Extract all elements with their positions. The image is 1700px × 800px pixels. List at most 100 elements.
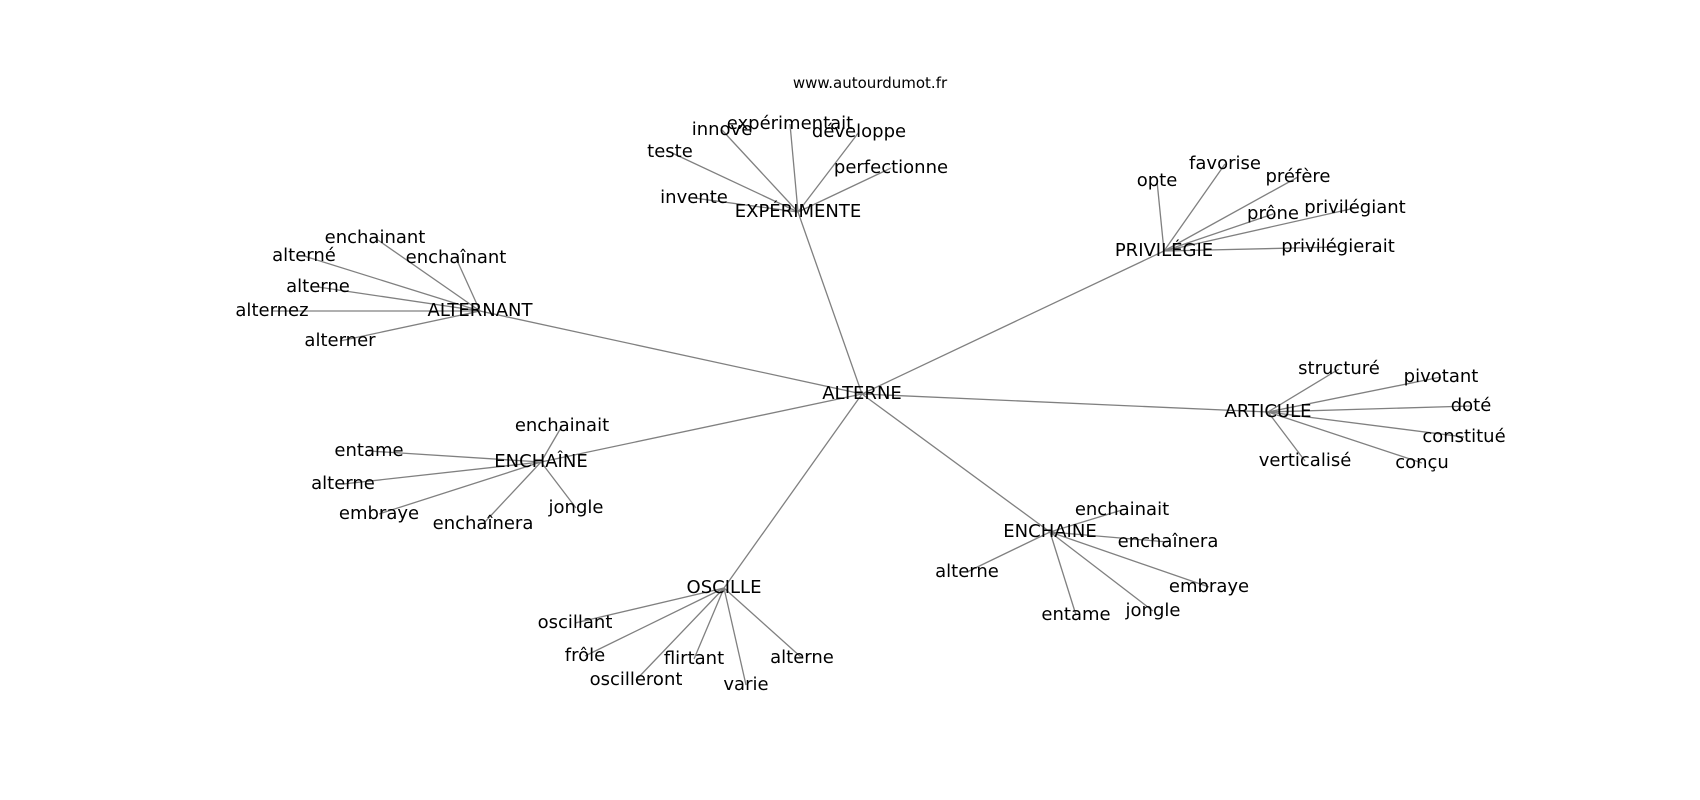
edge-experimente-5 (797, 167, 892, 213)
node-leaf-oscille-6[interactable]: varie (723, 674, 768, 695)
edge-privilegie-4 (1163, 207, 1356, 252)
node-leaf-experimente-3[interactable]: développe (812, 121, 906, 142)
edge-root-privilegie (861, 250, 1165, 395)
graph-edges (272, 123, 1472, 686)
node-leaf-oscille-3[interactable]: flirtant (664, 648, 724, 669)
node-leaf-privilegie-6[interactable]: privilégierait (1281, 236, 1395, 257)
node-leaf-privilegie-1[interactable]: favorise (1189, 153, 1261, 174)
node-leaf-oscille-1[interactable]: oscillant (538, 612, 613, 633)
edge-experimente-1 (789, 123, 799, 213)
node-leaf-alternant-6[interactable]: alterner (304, 330, 376, 351)
node-leaf-experimente-1[interactable]: expérimentait (727, 113, 853, 134)
node-leaf-privilegie-4[interactable]: privilégiant (1304, 197, 1405, 218)
node-leaf-experimente-6[interactable]: invente (660, 187, 728, 208)
node-leaf-enchaine-c-3[interactable]: alterne (311, 473, 375, 494)
node-leaf-alternant-5[interactable]: alternez (235, 300, 308, 321)
node-leaf-privilegie-3[interactable]: préfère (1266, 166, 1331, 187)
node-leaf-oscille-4[interactable]: alterne (770, 647, 834, 668)
node-leaf-enchaine-5[interactable]: entame (1041, 604, 1110, 625)
edge-enchaine-1 (1049, 509, 1123, 533)
node-leaf-privilegie-2[interactable]: opte (1137, 170, 1178, 191)
node-leaf-alternant-3[interactable]: enchaînant (406, 247, 507, 268)
edge-article-6 (1267, 411, 1423, 464)
edge-root-alternant (479, 310, 863, 395)
edge-article-2 (1267, 376, 1442, 413)
edge-enchaine-c-5 (540, 461, 577, 509)
edge-article-5 (1267, 411, 1306, 462)
edge-oscille-3 (693, 587, 725, 660)
node-leaf-article-6[interactable]: conçu (1395, 452, 1449, 473)
node-hub-privilegie[interactable]: PRIVILÉGIE (1115, 239, 1213, 261)
edge-privilegie-6 (1163, 246, 1339, 252)
node-hub-experimente[interactable]: EXPÉRIMENTE (735, 200, 861, 222)
edge-article-4 (1267, 411, 1465, 438)
source-label: www.autourdumot.fr (793, 74, 948, 92)
edge-alternant-4 (317, 286, 481, 312)
node-leaf-enchaine-c-5[interactable]: jongle (548, 497, 604, 518)
node-leaf-enchaine-6[interactable]: jongle (1125, 600, 1181, 621)
node-hub-enchaine[interactable]: ENCHAINE (1003, 521, 1096, 542)
edge-oscille-2 (584, 587, 725, 657)
node-leaf-enchaine-c-2[interactable]: entame (334, 440, 403, 461)
node-leaf-experimente-5[interactable]: perfectionne (834, 157, 948, 178)
node-leaf-experimente-2[interactable]: innove (692, 119, 753, 140)
edge-alternant-2 (303, 255, 481, 312)
edge-root-enchaine-c (540, 393, 863, 463)
node-leaf-enchaine-c-6[interactable]: enchaînera (433, 513, 534, 534)
edge-alternant-3 (455, 257, 481, 312)
node-leaf-article-4[interactable]: constitué (1422, 426, 1505, 447)
edge-oscille-1 (574, 587, 725, 624)
edge-enchaine-c-6 (482, 461, 542, 525)
node-leaf-article-5[interactable]: verticalisé (1259, 450, 1352, 471)
edge-enchaine-c-4 (378, 461, 542, 515)
node-leaf-enchaine-c-1[interactable]: enchainait (515, 415, 609, 436)
node-leaf-enchaine-3[interactable]: alterne (935, 561, 999, 582)
node-leaf-enchaine-1[interactable]: enchainait (1075, 499, 1169, 520)
edge-enchaine-4 (1049, 531, 1210, 588)
node-hub-oscille[interactable]: OSCILLE (687, 577, 762, 598)
node-leaf-enchaine-c-4[interactable]: embraye (339, 503, 419, 524)
node-leaf-enchaine-2[interactable]: enchaînera (1118, 531, 1219, 552)
node-root[interactable]: ALTERNE (822, 383, 902, 404)
node-leaf-privilegie-5[interactable]: prône (1247, 203, 1299, 224)
edge-privilegie-5 (1163, 213, 1274, 252)
node-leaf-article-2[interactable]: pivotant (1404, 366, 1479, 387)
edge-root-article (861, 393, 1269, 413)
edge-enchaine-2 (1049, 531, 1169, 543)
node-hub-enchaine-c[interactable]: ENCHAÎNE (494, 450, 587, 472)
node-hub-article[interactable]: ARTICULE (1225, 401, 1312, 422)
edge-alternant-1 (374, 237, 481, 312)
edge-root-experimente (797, 211, 863, 395)
node-leaf-alternant-1[interactable]: enchainant (325, 227, 426, 248)
edge-enchaine-5 (1049, 531, 1077, 616)
node-leaf-article-1[interactable]: structuré (1298, 358, 1380, 379)
edge-experimente-6 (693, 197, 799, 213)
edge-oscille-4 (723, 587, 803, 659)
edge-experimente-2 (721, 129, 799, 213)
node-leaf-alternant-2[interactable]: alterné (272, 245, 336, 266)
edge-oscille-5 (635, 587, 725, 681)
edge-alternant-6 (339, 310, 481, 342)
edge-enchaine-c-3 (342, 461, 542, 485)
node-leaf-article-3[interactable]: doté (1451, 395, 1492, 416)
edge-article-3 (1267, 405, 1472, 413)
edge-oscille-6 (723, 587, 747, 686)
edge-enchaine-c-2 (368, 450, 542, 463)
node-leaf-experimente-4[interactable]: teste (647, 141, 693, 162)
node-leaf-enchaine-4[interactable]: embraye (1169, 576, 1249, 597)
edge-enchaine-c-1 (540, 425, 563, 463)
edge-article-1 (1267, 368, 1340, 413)
edge-root-enchaine (861, 393, 1051, 533)
node-leaf-oscille-5[interactable]: oscilleront (590, 669, 683, 690)
node-hub-alternant[interactable]: ALTERNANT (428, 300, 534, 321)
edge-privilegie-3 (1163, 176, 1299, 252)
edge-enchaine-3 (966, 531, 1051, 573)
edge-privilegie-1 (1163, 163, 1226, 252)
node-leaf-alternant-4[interactable]: alterne (286, 276, 350, 297)
edge-experimente-4 (669, 151, 799, 213)
edge-privilegie-2 (1156, 180, 1165, 252)
node-leaf-oscille-2[interactable]: frôle (565, 645, 605, 666)
edge-root-oscille (723, 393, 863, 589)
